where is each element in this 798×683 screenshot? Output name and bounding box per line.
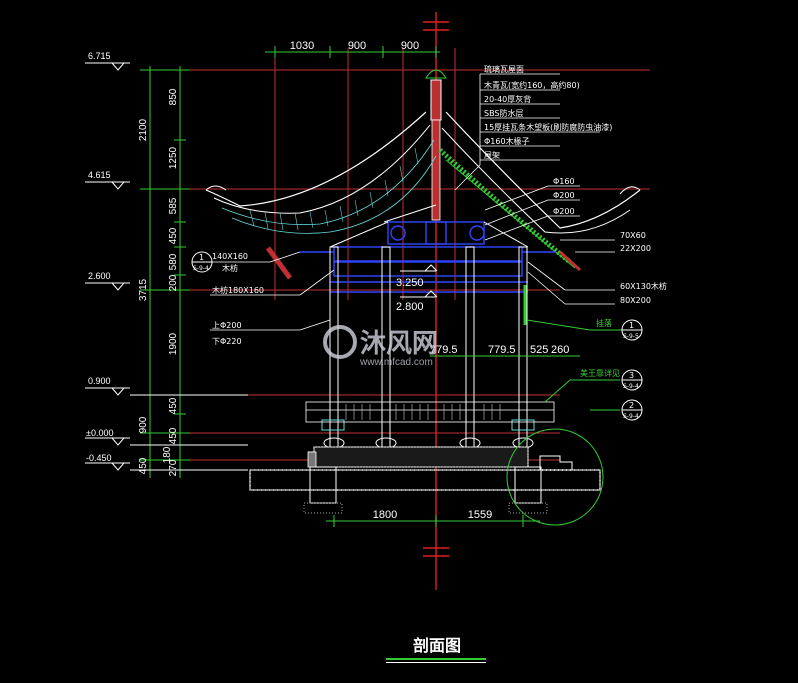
right-label-leaders: [484, 185, 615, 305]
detail-ref-sheet: S-9-5: [623, 333, 639, 340]
title-underline: [386, 658, 486, 660]
top-dimension: 900: [348, 40, 366, 52]
detail-ref-number: 1: [199, 253, 204, 262]
vertical-dimension: 580: [168, 253, 179, 270]
right-label: 80X200: [620, 296, 651, 305]
roof-note: 20-40厚灰背: [484, 94, 531, 104]
detail-ref-base[interactable]: 2 S-9-4: [590, 399, 643, 421]
vertical-dimension: 180: [162, 446, 173, 463]
level-markers: [85, 62, 130, 471]
left-dimension-lines: [140, 66, 190, 478]
roof-note: 屋架: [484, 151, 500, 160]
detail-ref-label: 美王靠详见: [580, 368, 620, 378]
roof-note: 琉璃瓦屋面: [484, 64, 524, 74]
bottom-dimension: 1800: [373, 509, 397, 521]
left-label: 木枋: [222, 263, 238, 273]
detail-ref-number: 3: [629, 371, 634, 380]
level-label: 6.715: [88, 51, 111, 61]
top-dimension: 1030: [290, 40, 314, 52]
vertical-dimension: 1900: [168, 332, 179, 355]
vertical-dimension: 450: [138, 457, 149, 474]
watermark-url: www.mfcad.com: [359, 357, 433, 368]
level-extension-lines: [130, 394, 248, 471]
watermark: 沐风网 www.mfcad.com: [323, 325, 438, 368]
drawing-title: 剖面图: [413, 636, 461, 655]
detail-ref-hanging[interactable]: 挂落 1 S-9-5: [526, 318, 643, 341]
level-label: -0.450: [86, 453, 112, 463]
vertical-dimension: 450: [168, 227, 179, 244]
right-label: Φ200: [553, 191, 575, 200]
level-label: 2.600: [88, 271, 111, 281]
bottom-dimension-chain: [326, 515, 540, 527]
mid-dimension: 525: [530, 344, 548, 356]
roof-note: Φ160木椽子: [484, 136, 530, 146]
vertical-dimension: 850: [168, 88, 179, 105]
right-label: 70X60: [620, 231, 646, 240]
right-label: Φ160: [553, 177, 575, 186]
right-label: 22X200: [620, 244, 651, 253]
title-underline-thin: [386, 662, 486, 663]
left-label: 上Φ200: [212, 321, 242, 330]
mid-dimension: 260: [551, 344, 569, 356]
vertical-dimension: 450: [168, 427, 179, 444]
roof-frame: [300, 221, 556, 293]
bottom-dimension: 1559: [468, 509, 492, 521]
vertical-dimension: 585: [168, 197, 179, 214]
detail-ref-sheet: S-9-4: [623, 383, 639, 390]
right-label: Φ200: [553, 207, 575, 216]
railing: [305, 401, 555, 423]
roof-note: SBS防水层: [484, 108, 524, 118]
vertical-dimension: 3715: [138, 278, 149, 301]
roof-note: 木青瓦(宽约160，高约80): [484, 80, 580, 90]
mid-dimension: 779.5: [430, 344, 458, 356]
vertical-dimension: 200: [168, 274, 179, 291]
detail-circle: [506, 428, 604, 526]
left-label: 木枋180X160: [212, 285, 264, 295]
left-label: 140X160: [212, 252, 248, 261]
foundation: [249, 446, 601, 514]
detail-ref-number: 1: [629, 321, 634, 330]
level-label: 4.615: [88, 170, 111, 180]
left-label-leaders: [210, 251, 335, 331]
top-dimension: 900: [401, 40, 419, 52]
left-label: 下Φ220: [212, 337, 242, 346]
inner-level: 3.250: [396, 277, 424, 289]
roof-struts: [329, 204, 529, 248]
detail-ref-bench[interactable]: 美王靠详见 3 S-9-4: [544, 368, 643, 403]
detail-ref-sheet: S-9-4: [623, 413, 639, 420]
vertical-dimension: 900: [138, 416, 149, 433]
vertical-dimension: 2100: [138, 118, 149, 141]
inner-level: 2.800: [396, 301, 424, 313]
watermark-logo-icon: [323, 325, 357, 359]
detail-ref-sheet: S-9-4: [193, 265, 209, 272]
level-label: ±0.000: [86, 428, 113, 438]
vertical-dimension: 1250: [168, 146, 179, 169]
vertical-dimension: 270: [168, 459, 179, 476]
top-dimension-chain: [265, 46, 440, 58]
detail-ref-left[interactable]: 1 S-9-4: [191, 251, 213, 273]
level-label: 0.900: [88, 376, 111, 386]
right-label: 60X130木枋: [620, 281, 667, 291]
mid-dimension: 779.5: [488, 344, 516, 356]
vertical-dimension: 450: [168, 397, 179, 414]
roof-note-leaders: [454, 73, 600, 191]
watermark-brand: 沐风网: [360, 329, 438, 359]
detail-ref-number: 2: [629, 401, 634, 410]
roof: [205, 69, 641, 280]
detail-ref-label: 挂落: [596, 318, 612, 328]
roof-note: 15厚挂瓦条木望板(刷防腐防虫油漆): [484, 122, 612, 132]
